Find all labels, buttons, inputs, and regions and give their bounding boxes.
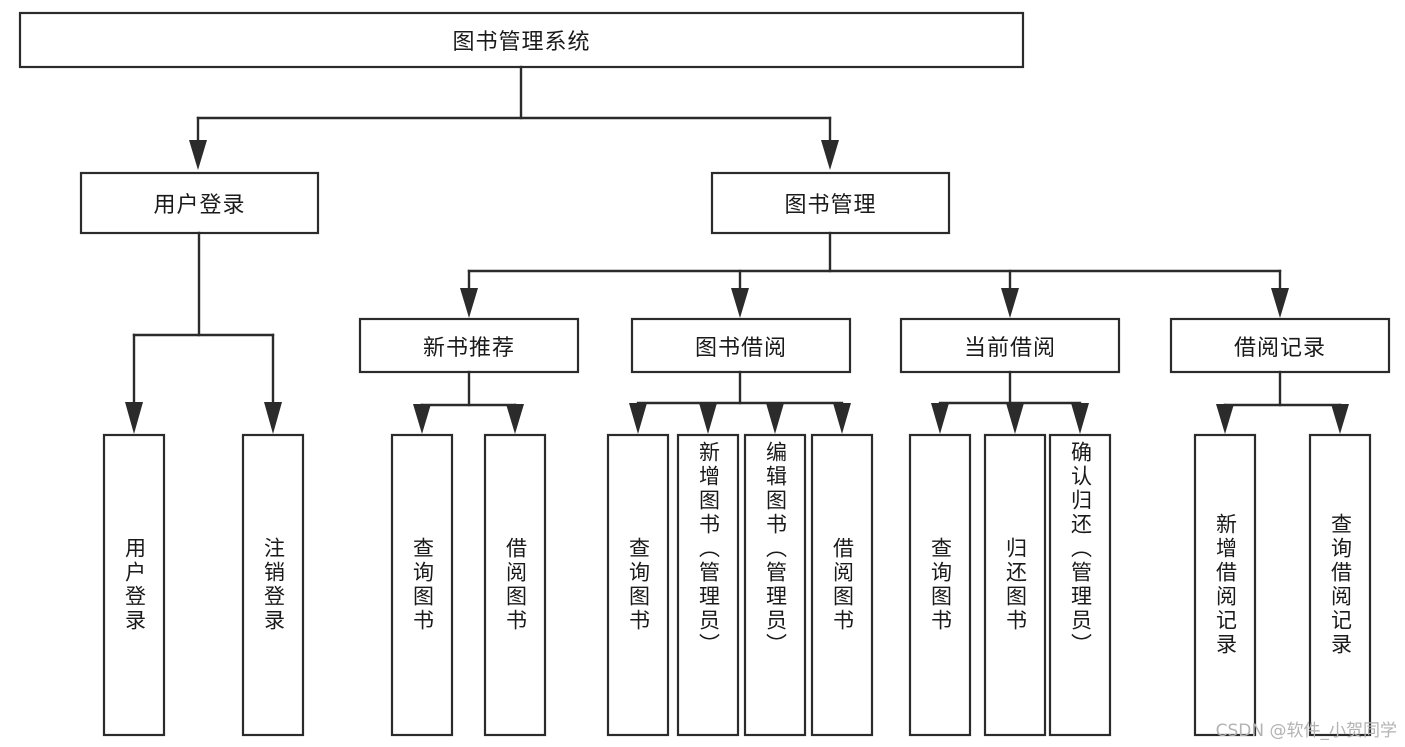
arrow-head-l2-0-leaf-0 (413, 404, 431, 434)
node-leaf-0-box[interactable] (102, 433, 166, 737)
node-level1-0-box[interactable] (79, 171, 320, 235)
arrow-head-l1-1-l2-0 (460, 288, 478, 318)
node-leaf-8-box[interactable] (908, 433, 972, 737)
arrow-head-l2-1-leaf-3 (833, 403, 851, 434)
node-level2-1-box[interactable] (630, 317, 852, 374)
arrow-head-l2-1-leaf-2 (766, 403, 784, 434)
node-leaf-2-box[interactable] (390, 433, 454, 737)
node-leaf-12-box[interactable] (1308, 433, 1372, 737)
arrow-head-l2-0-leaf-1 (506, 404, 524, 434)
node-leaf-9-box[interactable] (983, 433, 1047, 737)
node-leaf-10-box[interactable] (1048, 433, 1112, 737)
node-leaf-6-box[interactable] (743, 433, 807, 737)
node-leaf-4-box[interactable] (606, 433, 670, 737)
arrow-head-l1-0-leaf-1 (264, 402, 282, 434)
arrow-head-l2-1-leaf-0 (629, 403, 647, 434)
arrow-head-l2-2-leaf-1 (1006, 403, 1024, 434)
watermark-label: CSDN @软件_小贺同学 (1215, 721, 1397, 741)
arrow-head-l1-1-l2-1 (731, 288, 749, 318)
node-leaf-7-box[interactable] (810, 433, 874, 737)
arrow-head-l2-2-leaf-2 (1071, 403, 1089, 434)
arrow-head-root-to-l1-0 (189, 140, 207, 170)
node-level1-1-box[interactable] (710, 171, 951, 235)
node-leaf-1-box[interactable] (241, 433, 305, 737)
arrow-head-l2-2-leaf-0 (931, 403, 949, 434)
node-level2-0-box[interactable] (358, 317, 580, 374)
arrow-head-l2-3-leaf-1 (1331, 404, 1349, 434)
node-level2-3-box[interactable] (1169, 317, 1391, 374)
arrow-head-l1-1-l2-2 (1001, 288, 1019, 318)
arrow-head-l2-1-leaf-1 (699, 403, 717, 434)
node-leaf-3-box[interactable] (483, 433, 547, 737)
arrow-head-root-to-l1-1 (821, 140, 839, 170)
node-root-box[interactable] (18, 11, 1025, 69)
arrow-head-l1-0-leaf-0 (125, 402, 143, 434)
node-leaf-11-box[interactable] (1193, 433, 1257, 737)
arrow-head-l2-3-leaf-0 (1216, 404, 1234, 434)
arrow-head-l1-1-l2-3 (1271, 288, 1289, 318)
node-leaf-5-box[interactable] (676, 433, 740, 737)
node-level2-2-box[interactable] (899, 317, 1121, 374)
